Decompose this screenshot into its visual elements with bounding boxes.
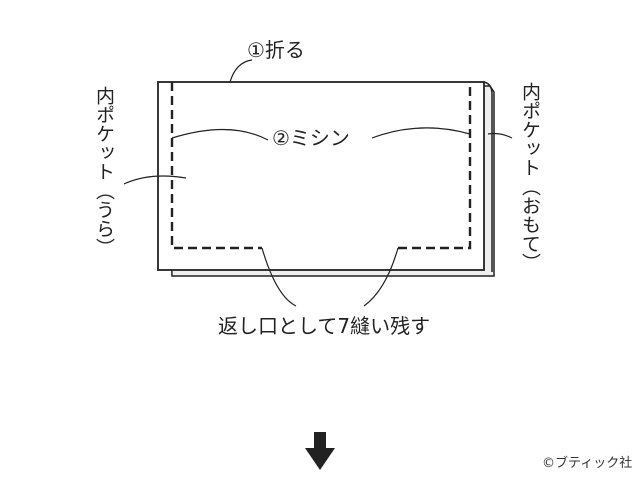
stitch-line bbox=[170, 82, 472, 250]
fold-label: ①折る bbox=[247, 38, 305, 62]
opening-label: 返し口として7縫い残す bbox=[218, 314, 431, 338]
back-pocket-leader bbox=[123, 175, 187, 185]
sew-leader-left bbox=[171, 128, 269, 141]
fold-edge bbox=[483, 81, 493, 272]
down-arrow-icon bbox=[305, 432, 335, 470]
back-pocket-label: 内ポケット（うら） bbox=[93, 86, 115, 257]
opening-leader-left bbox=[261, 247, 297, 307]
front-pocket-label: 内ポケット（おもて） bbox=[519, 82, 541, 272]
front-fabric bbox=[157, 81, 485, 271]
front-pocket-leader bbox=[487, 132, 513, 139]
opening-leader-right bbox=[363, 247, 399, 307]
sew-label: ②ミシン bbox=[272, 126, 350, 150]
fold-leader-line bbox=[229, 59, 253, 83]
copyright-credit: ©ブティック社 bbox=[542, 456, 633, 471]
sew-leader-right bbox=[371, 127, 471, 139]
